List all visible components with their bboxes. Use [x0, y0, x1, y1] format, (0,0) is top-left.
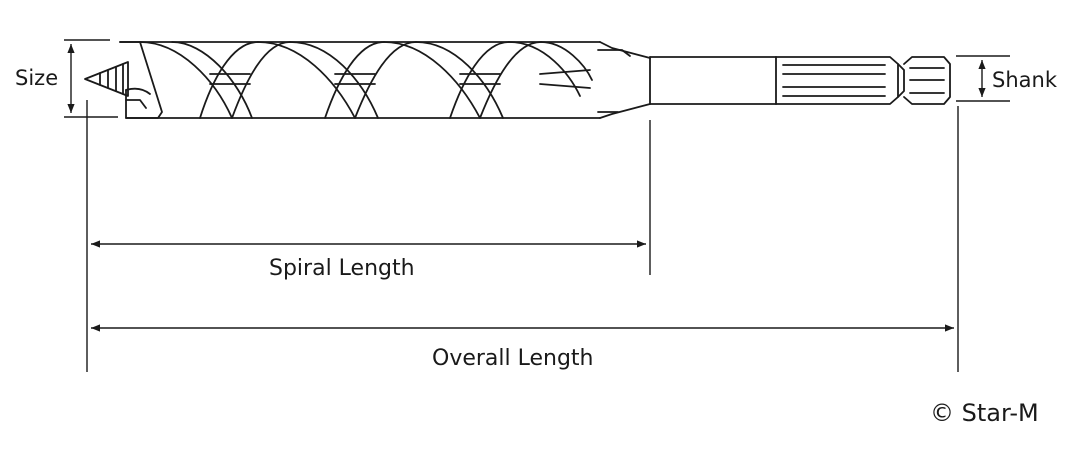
copyright-notice: © Star-M	[930, 399, 1039, 427]
shank-dimension	[956, 55, 1010, 102]
shank-label: Shank	[992, 68, 1057, 92]
size-dimension	[64, 39, 118, 118]
screw-tip	[84, 61, 129, 97]
spiral-length-label: Spiral Length	[269, 256, 415, 281]
overall-length-label: Overall Length	[432, 346, 594, 371]
hex-shank	[775, 56, 951, 105]
round-shank	[649, 56, 777, 105]
spiral-body	[119, 41, 651, 119]
size-label: Size	[15, 66, 59, 90]
